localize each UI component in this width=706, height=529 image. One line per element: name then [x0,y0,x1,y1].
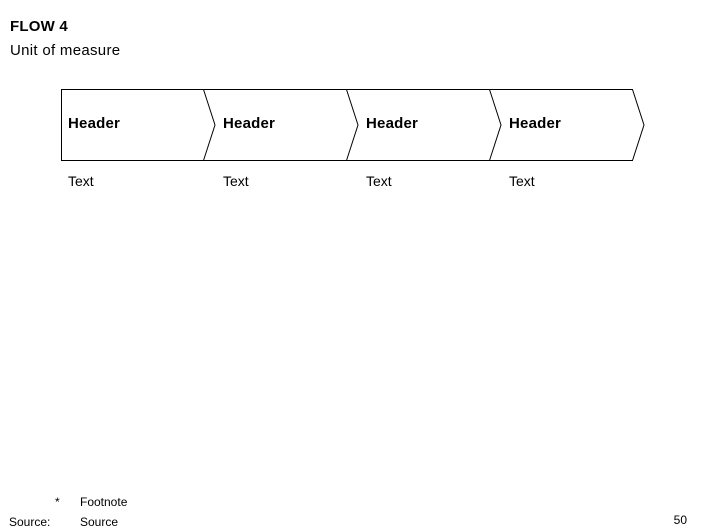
flow-step-4-header: Header [509,115,562,132]
source-label: Source: [9,515,51,529]
flow-diagram: Header Header Header Header Text Text Te… [61,89,645,199]
page-number: 50 [673,513,687,527]
footnote-marker: * [55,495,60,509]
page-title: FLOW 4 [10,18,68,35]
unit-of-measure-label: Unit of measure [10,42,121,59]
flow-divider-1 [203,89,216,161]
flow-step-2-header: Header [223,115,276,132]
flow-step-2-text: Text [223,173,249,189]
flow-divider-2 [346,89,359,161]
flow-step-3-header: Header [366,115,419,132]
flow-step-4-text: Text [509,173,535,189]
flow-divider-3 [489,89,502,161]
flow-chevron-band [61,89,645,161]
flow-step-3-text: Text [366,173,392,189]
footnote-text: Footnote [80,495,128,509]
flow-step-1-text: Text [68,173,94,189]
flow-step-1-header: Header [68,115,121,132]
source-text: Source [80,515,119,529]
flow-band-outline [61,89,645,161]
